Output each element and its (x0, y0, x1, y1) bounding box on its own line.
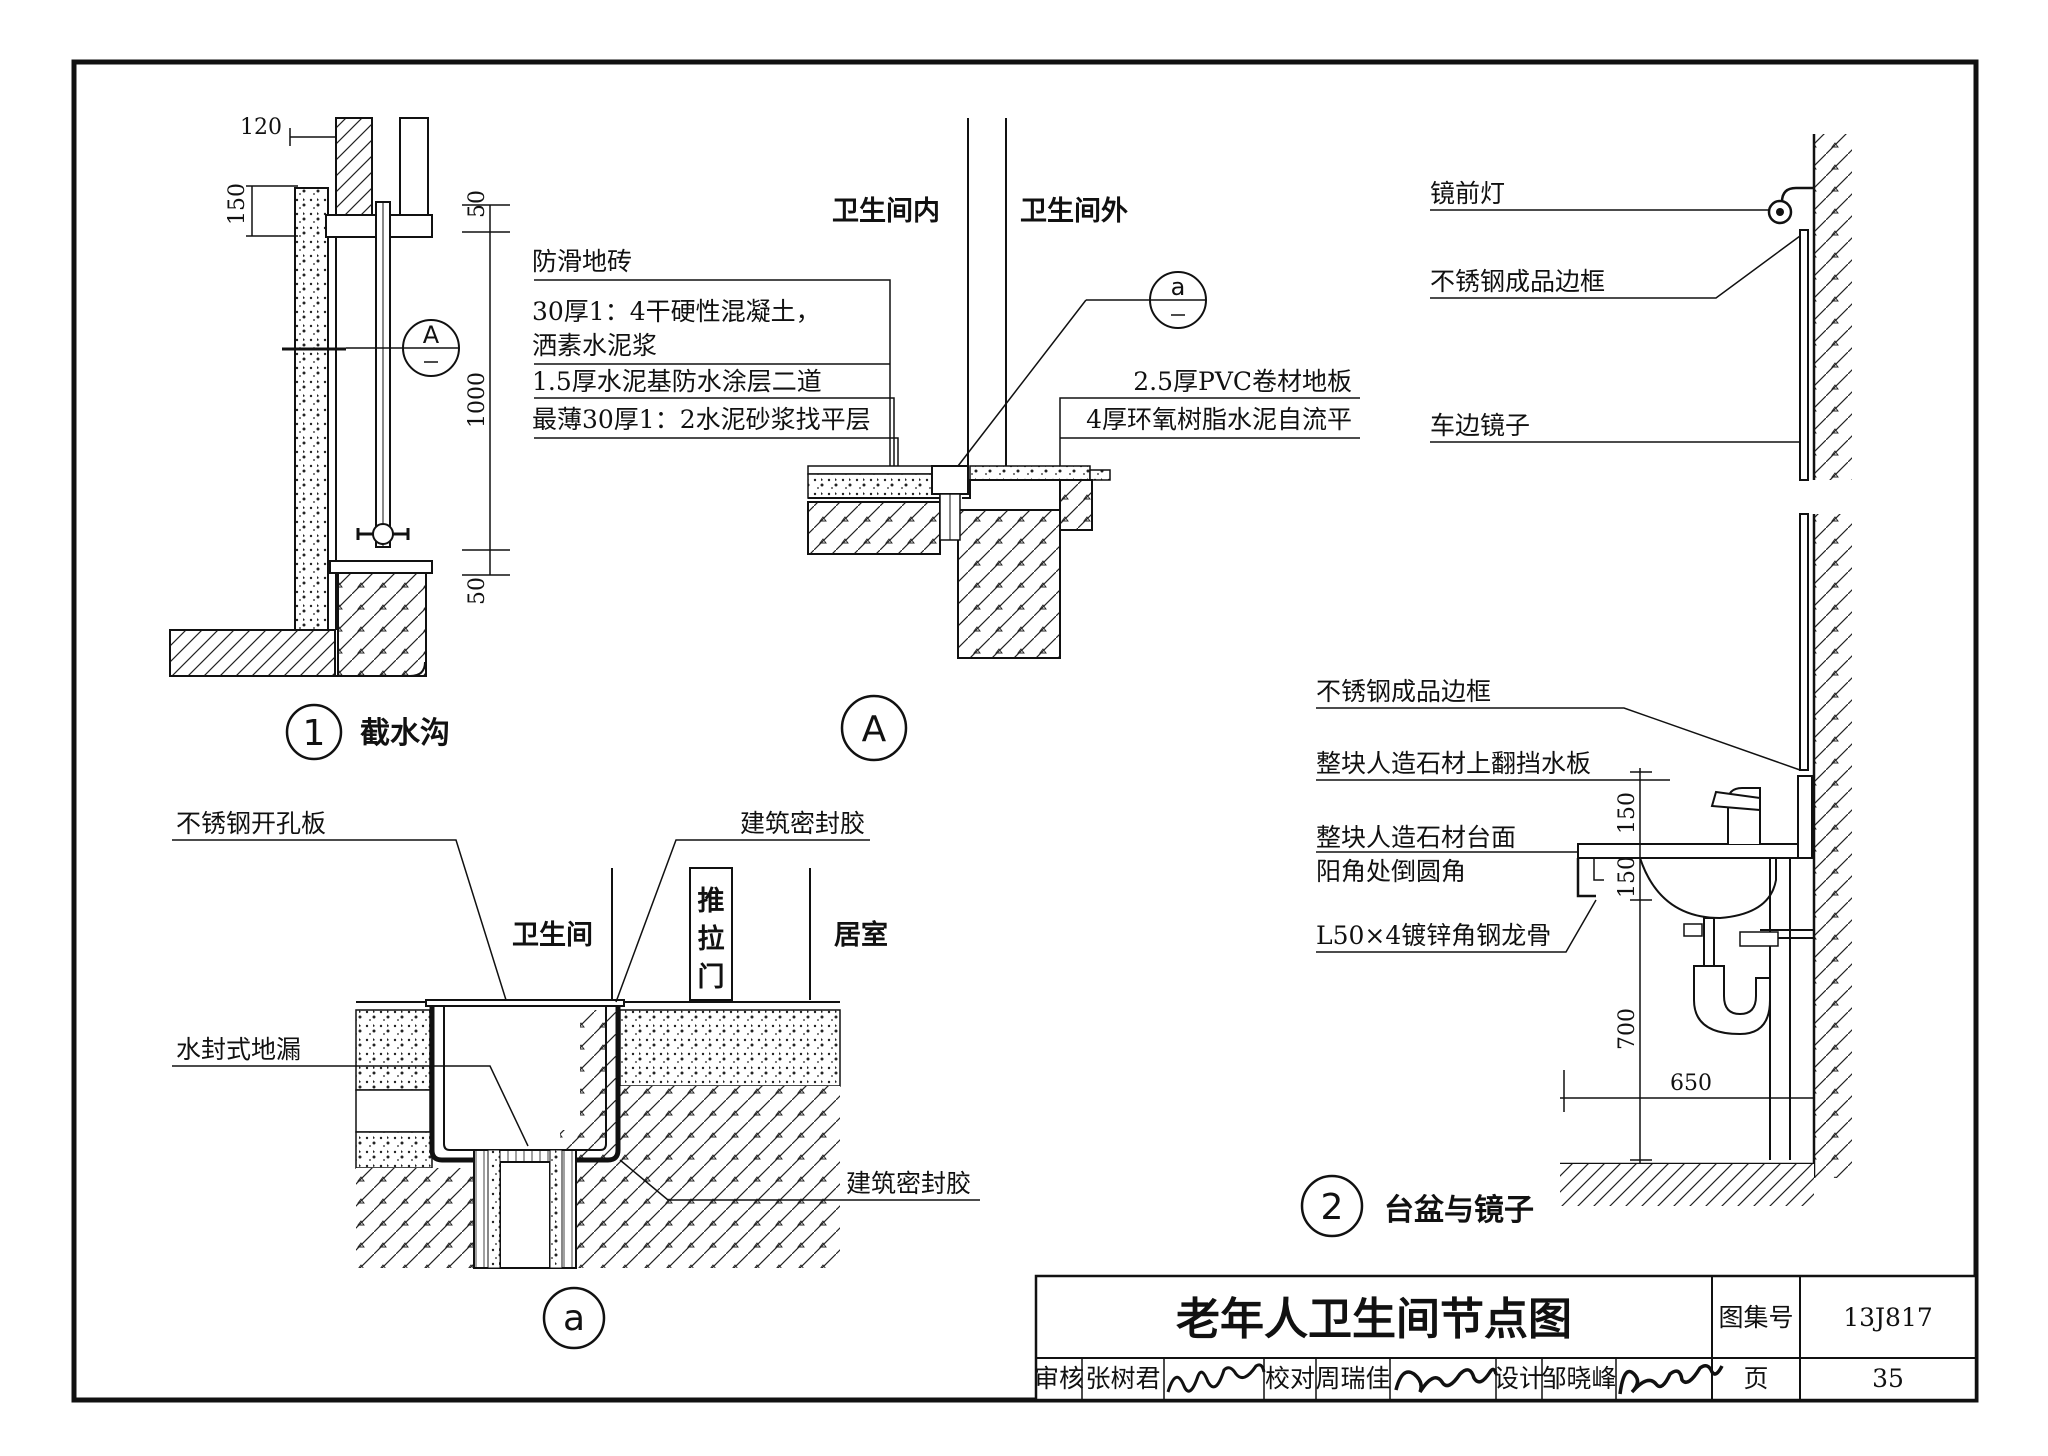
detail-2-number: 2 (1321, 1187, 1344, 1228)
label-angle-steel: L50×4镀锌角钢龙骨 (1316, 921, 1551, 950)
dim-50-top: 50 (465, 190, 490, 218)
check-label: 校对 (1265, 1364, 1315, 1393)
label-mirror-light: 镜前灯 (1430, 179, 1505, 208)
label-bedroom: 居室 (834, 919, 888, 951)
label-frame-top: 不锈钢成品边框 (1430, 267, 1605, 296)
detail-A-callout-letter: a (1171, 273, 1186, 301)
detail-1-title: 截水沟 (360, 716, 450, 751)
label-sealant-top: 建筑密封胶 (740, 809, 865, 838)
dim-height-700: 700 (1615, 1008, 1640, 1050)
title-block (1034, 1274, 1978, 1402)
label-door-char-3: 门 (698, 962, 725, 993)
label-sealant-bottom: 建筑密封胶 (846, 1169, 971, 1198)
detail-A-number: A (862, 709, 887, 750)
page-number: 35 (1872, 1364, 1904, 1393)
detail-a-drawing (172, 839, 980, 1269)
label-dry-concrete: 30厚1：4干硬性混凝土， (532, 297, 821, 326)
detail-2-drawing (1316, 134, 1852, 1206)
detail-a-number-circle (542, 1286, 606, 1350)
signature-checker (1394, 1367, 1498, 1393)
drawing-title: 老年人卫生间节点图 (1176, 1294, 1572, 1345)
page-label: 页 (1743, 1364, 1768, 1393)
review-label: 审核 (1034, 1364, 1084, 1393)
label-stainless-plate: 不锈钢开孔板 (176, 809, 326, 838)
label-door-char-2: 拉 (698, 923, 725, 955)
label-frame-bottom: 不锈钢成品边框 (1316, 677, 1491, 706)
label-cement-slurry: 洒素水泥浆 (532, 331, 657, 360)
design-label: 设计 (1494, 1364, 1544, 1393)
dim-50-bottom: 50 (465, 577, 490, 605)
detail-A-drawing (534, 118, 1360, 659)
label-door-char-1: 推 (698, 886, 725, 917)
label-epoxy-selfleveling: 4厚环氧树脂水泥自流平 (1086, 405, 1352, 434)
label-antislip-tile: 防滑地砖 (532, 247, 632, 276)
label-pvc-floor: 2.5厚PVC卷材地板 (1133, 367, 1352, 396)
detail-A-number-circle (840, 694, 908, 762)
label-stone-counter: 整块人造石材台面 (1316, 823, 1516, 852)
dim-counter-150: 150 (1615, 856, 1640, 898)
label-rounded-corner: 阳角处倒圆角 (1316, 857, 1466, 886)
detail-1-callout-letter: A (423, 321, 440, 349)
header-bathroom-inside: 卫生间内 (832, 196, 940, 227)
header-bathroom-outside: 卫生间外 (1020, 196, 1128, 227)
detail-2-number-circle (1300, 1174, 1364, 1238)
atlas-number: 13J817 (1843, 1303, 1933, 1332)
label-water-seal-drain: 水封式地漏 (176, 1035, 301, 1064)
dim-upstand-150: 150 (1615, 792, 1640, 834)
dim-width-650: 650 (1670, 1071, 1712, 1096)
dim-150: 150 (225, 183, 250, 225)
detail-a-number: a (563, 1298, 585, 1339)
checker-name: 周瑞佳 (1315, 1364, 1390, 1393)
label-waterproof-coating: 1.5厚水泥基防水涂层二道 (532, 367, 822, 396)
sheet-border (71, 59, 1979, 1403)
signature-reviewer (1166, 1363, 1266, 1393)
dim-wall-120: 120 (240, 115, 282, 140)
detail-1-drawing (169, 117, 510, 677)
detail-2-title: 台盆与镜子 (1384, 1193, 1534, 1228)
reviewer-name: 张树君 (1085, 1364, 1160, 1393)
atlas-label: 图集号 (1718, 1303, 1793, 1332)
detail-1-number: 1 (303, 713, 326, 754)
dim-1000: 1000 (465, 372, 490, 428)
label-stone-upstand: 整块人造石材上翻挡水板 (1316, 749, 1591, 778)
designer-name: 邹晓峰 (1541, 1364, 1616, 1393)
label-bathroom: 卫生间 (512, 920, 593, 951)
label-leveling-mortar: 最薄30厚1：2水泥砂浆找平层 (532, 405, 871, 434)
signature-designer (1618, 1364, 1724, 1395)
label-mirror: 车边镜子 (1430, 411, 1530, 440)
detail-1-number-circle (285, 703, 343, 761)
